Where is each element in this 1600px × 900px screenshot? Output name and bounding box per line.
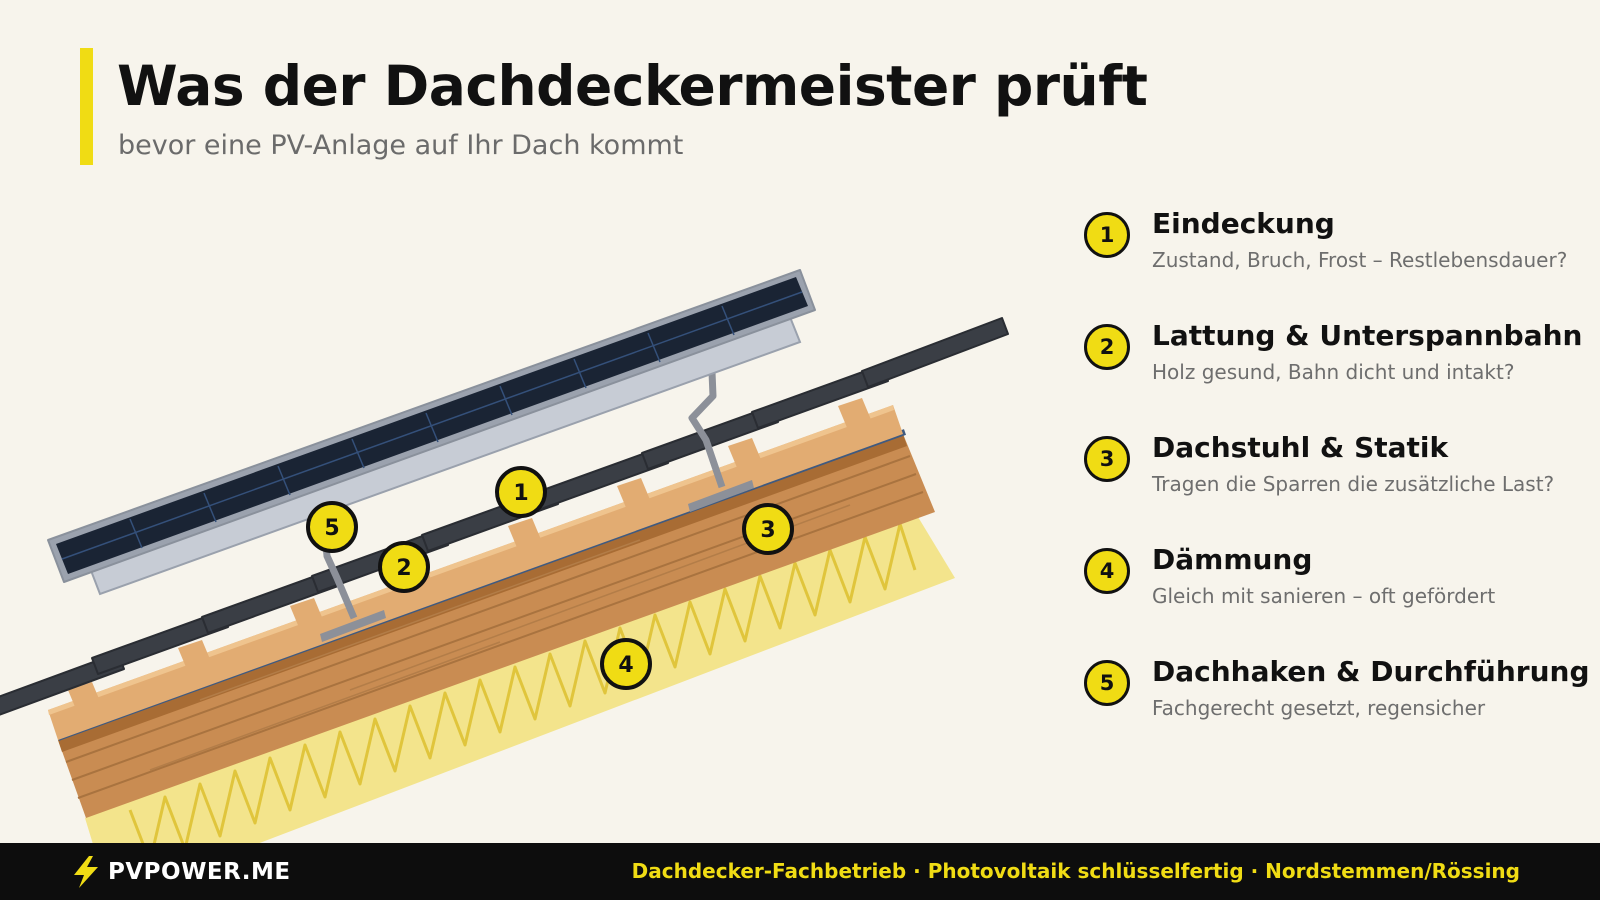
marker-1: 1: [495, 466, 547, 518]
footer-bar: PVPOWER.ME Dachdecker-Fachbetrieb · Phot…: [0, 843, 1600, 900]
marker-5: 5: [306, 501, 358, 553]
insulation-layer: [85, 512, 955, 843]
legend-item-3: 3 Dachstuhl & Statik Tragen die Sparren …: [1084, 431, 1594, 514]
marker-4: 4: [600, 638, 652, 690]
footer-logo[interactable]: PVPOWER.ME: [72, 855, 291, 889]
legend-number-4: 4: [1084, 548, 1130, 594]
legend-item-1: 1 Eindeckung Zustand, Bruch, Frost – Res…: [1084, 207, 1594, 290]
footer-tagline: Dachdecker-Fachbetrieb · Photovoltaik sc…: [631, 859, 1520, 883]
batten-board: [48, 405, 903, 740]
marker-3-label: 3: [760, 518, 775, 543]
legend-item-5: 5 Dachhaken & Durchführung Fachgerecht g…: [1084, 655, 1594, 738]
legend-title-3: Dachstuhl & Statik: [1152, 431, 1449, 464]
roof-diagram: 1 2 3 4 5: [0, 269, 1009, 843]
insulation-zigzag: [128, 522, 917, 843]
legend-desc-3: Tragen die Sparren die zusätzliche Last?: [1152, 472, 1555, 496]
footer-brand: PVPOWER.ME: [108, 859, 291, 885]
legend-number-1: 1: [1084, 212, 1130, 258]
roof-tiles: [0, 317, 1009, 716]
legend-item-4: 4 Dämmung Gleich mit sanieren – oft gefö…: [1084, 543, 1594, 626]
legend-item-2: 2 Lattung & Unterspannbahn Holz gesund, …: [1084, 319, 1594, 402]
diagram-markers: 1 2 3 4 5: [306, 466, 794, 690]
marker-1-label: 1: [513, 481, 528, 506]
legend-title-2: Lattung & Unterspannbahn: [1152, 319, 1583, 352]
marker-5-label: 5: [324, 516, 339, 541]
marker-4-label: 4: [618, 653, 633, 678]
page-subtitle: bevor eine PV-Anlage auf Ihr Dach kommt: [118, 130, 684, 161]
lightning-icon: [74, 856, 98, 888]
legend-title-4: Dämmung: [1152, 543, 1313, 576]
legend-number-2: 2: [1084, 324, 1130, 370]
legend-desc-1: Zustand, Bruch, Frost – Restlebensdauer?: [1152, 248, 1568, 272]
legend-desc-4: Gleich mit sanieren – oft gefördert: [1152, 584, 1496, 608]
legend-title-5: Dachhaken & Durchführung: [1152, 655, 1590, 688]
pv-panel: [47, 269, 816, 596]
legend-desc-2: Holz gesund, Bahn dicht und intakt?: [1152, 360, 1515, 384]
marker-3: 3: [742, 503, 794, 555]
legend-number-3: 3: [1084, 436, 1130, 482]
marker-2-label: 2: [396, 556, 411, 581]
title-accent-bar: [80, 48, 93, 165]
legend-desc-5: Fachgerecht gesetzt, regensicher: [1152, 696, 1486, 720]
marker-2: 2: [378, 541, 430, 593]
legend-title-1: Eindeckung: [1152, 207, 1335, 240]
legend-number-5: 5: [1084, 660, 1130, 706]
page-title: Was der Dachdeckermeister prüft: [117, 54, 1148, 118]
